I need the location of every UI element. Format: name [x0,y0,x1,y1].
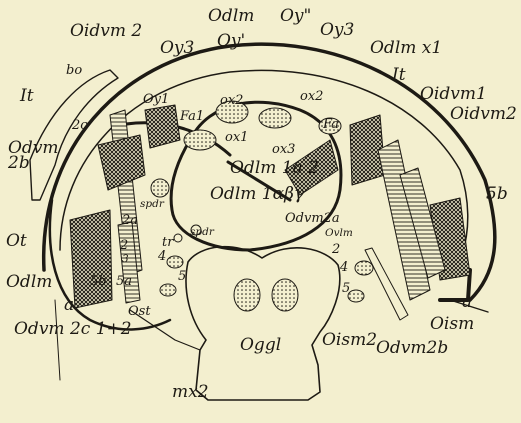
label-oism2: Oism2 [322,332,377,349]
label-odvm2a: Odvm2a [285,212,340,225]
label-odlm-top: Odlm [208,8,254,25]
label-ox2-left: ox2 [220,94,243,107]
label-oism: Oism [430,316,474,333]
label-oidvm2-right: Oidvm2 [450,106,517,123]
label-fa1: Fa1 [180,110,204,123]
label-tr: tr [162,236,173,249]
label-3: 3 [122,254,129,265]
label-oy3-right: Oy3 [320,22,354,39]
label-2c: 2c [72,119,88,132]
label-spdr-lower: spdr [190,227,214,238]
label-4-left: 4 [158,250,166,263]
label-fa-right: Fa [323,118,339,131]
label-it-left: It [20,88,34,105]
label-oy-prime: Oy' [217,33,245,50]
label-oy1: Oy1 [143,93,169,106]
label-5-right: 5 [342,282,350,295]
label-oy3-left: Oy3 [160,40,194,57]
label-odlm1abg: Odlm 1αβγ [210,186,304,203]
label-2-right: 2 [332,243,340,256]
label-5b-left: 5b [90,275,107,288]
label-spdr-upper: spdr [140,199,164,210]
label-a-right: a [462,294,472,311]
label-it-right: It [392,67,406,84]
label-odlm-left: Odlm [6,274,52,291]
label-ox1: ox1 [225,131,248,144]
label-5-left: 5 [178,270,186,283]
label-ox3: ox3 [272,143,295,156]
label-4-right: 4 [340,261,348,274]
ganglion [186,247,340,400]
label-5b-right: 5b [486,186,508,203]
label-ost: Ost [128,305,151,318]
label-odvm2c: Odvm 2c 1+2 [14,321,132,338]
label-2a: 2a [122,214,138,227]
label-5a: 5a [116,275,132,288]
label-oidvm1: Oidvm1 [420,86,487,103]
label-a-left: a [64,297,74,314]
label-ox2-right: ox2 [300,90,323,103]
label-ovlm: Ovlm [325,228,353,239]
label-odvm2b-left: Odvm 2b [8,141,59,171]
label-oy-double: Oy" [280,8,311,25]
label-bo: bo [66,64,82,77]
label-odlmx1: Odlm x1 [370,40,442,57]
label-odvm2b-right: Odvm2b [376,340,448,357]
label-oidvm2-left: Oidvm 2 [70,23,142,40]
label-oggl: Oggl [240,337,281,354]
label-ot: Ot [6,233,27,250]
label-mx2: mx2 [172,384,209,401]
label-odlm1a2: Odlm 1a 2 [230,160,319,177]
label-2: 2 [120,239,128,252]
